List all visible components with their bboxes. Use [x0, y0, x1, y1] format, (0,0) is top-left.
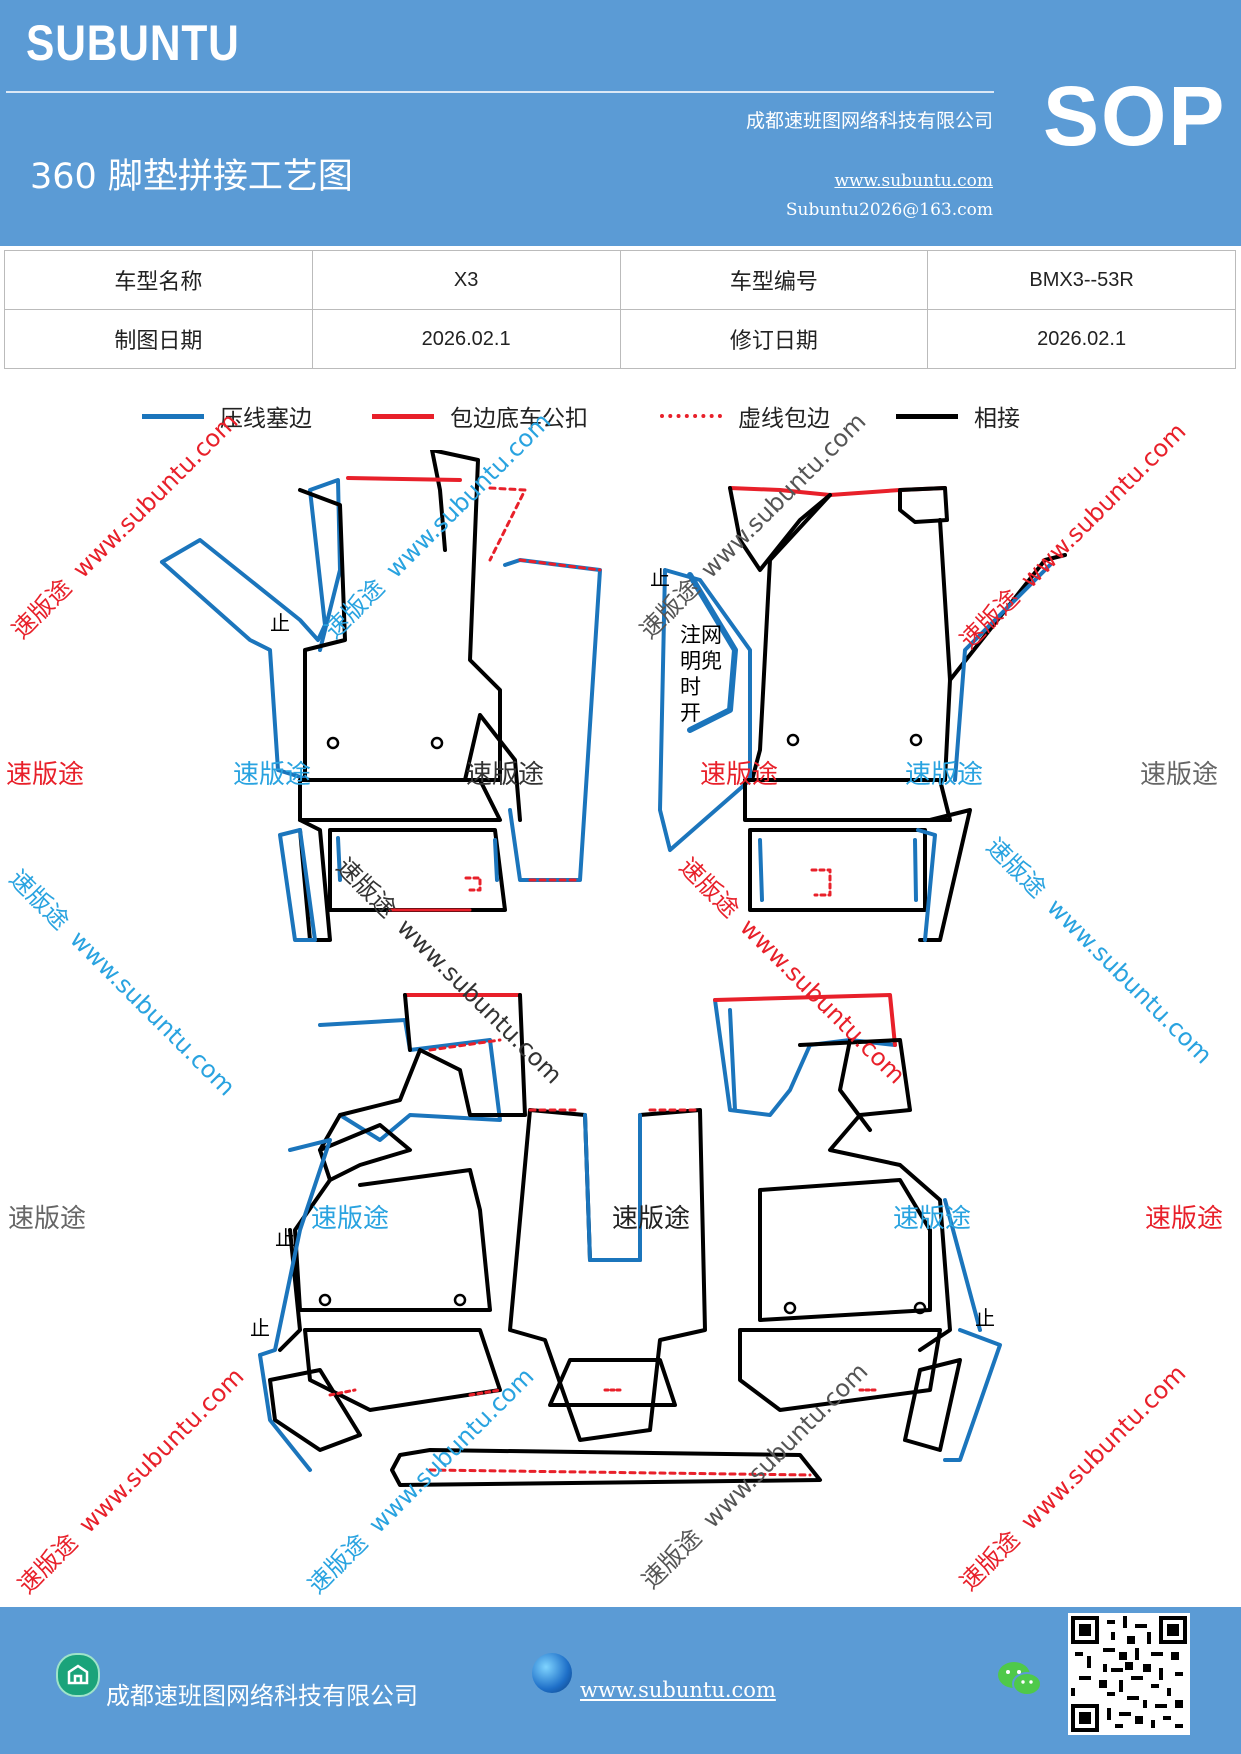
legend-label: 相接 — [974, 406, 1020, 432]
company-logo-icon — [56, 1653, 100, 1697]
edge-mark: 止 — [270, 611, 290, 635]
sop-badge: SOP — [1043, 69, 1227, 163]
legend-swatch-red — [372, 413, 434, 419]
info-table: 车型名称 X3 车型编号 BMX3--53R 制图日期 2026.02.1 修订… — [4, 250, 1236, 369]
draw-date-label: 制图日期 — [4, 309, 313, 369]
header-email: Subuntu2026@163.com — [785, 200, 993, 220]
legend-item: 相接 — [896, 396, 1020, 436]
model-code-value: BMX3--53R — [927, 250, 1236, 310]
mat-rear-right — [713, 993, 1002, 1462]
globe-icon — [532, 1653, 572, 1693]
footer-band: 成都速班图网络科技有限公司 www.subuntu.com — [0, 1607, 1241, 1754]
legend-label: 压线塞边 — [220, 406, 312, 432]
header-divider — [6, 91, 994, 93]
revise-date-label: 修订日期 — [619, 309, 929, 369]
brand-logo-text: SUBUNTU — [26, 15, 240, 71]
legend-swatch-black — [896, 413, 958, 419]
mat-center-tunnel — [390, 1108, 822, 1487]
revise-date-value: 2026.02.1 — [927, 309, 1236, 369]
note-line: 开 — [680, 701, 701, 725]
edge-mark: 止 — [250, 1316, 270, 1340]
legend-swatch-red-dotted — [660, 414, 722, 418]
header-website-link[interactable]: www.subuntu.com — [834, 171, 993, 191]
note-line: 注网 — [680, 623, 722, 647]
mat-rear-left — [258, 993, 527, 1472]
header-band: SUBUNTU 成都速班图网络科技有限公司 360 脚垫拼接工艺图 www.su… — [0, 0, 1241, 246]
legend-label: 虚线包边 — [738, 406, 830, 432]
legend-label: 包边底车公扣 — [450, 406, 588, 432]
legend-item: 包边底车公扣 — [372, 396, 588, 436]
mat-front-left — [160, 450, 602, 942]
wechat-icon — [996, 1659, 1044, 1699]
table-row: 制图日期 2026.02.1 修订日期 2026.02.1 — [4, 309, 1236, 369]
draw-date-value: 2026.02.1 — [311, 309, 621, 369]
legend: 压线塞边 包边底车公扣 虚线包边 相接 — [0, 396, 1241, 436]
model-code-label: 车型编号 — [619, 250, 929, 310]
model-name-value: X3 — [311, 250, 621, 310]
qr-code-icon — [1068, 1613, 1190, 1735]
header-company: 成都速班图网络科技有限公司 — [745, 110, 993, 132]
edge-mark: 止 — [975, 1306, 995, 1330]
model-name-label: 车型名称 — [4, 250, 313, 310]
legend-item: 压线塞边 — [142, 396, 312, 436]
floor-mat-diagram: 止 止 止 止 止 注网 明兜 时 开 — [160, 450, 1067, 1487]
footer-company: 成都速班图网络科技有限公司 — [106, 1682, 418, 1710]
table-row: 车型名称 X3 车型编号 BMX3--53R — [4, 250, 1236, 310]
legend-swatch-blue — [142, 413, 204, 419]
footer-website-link[interactable]: www.subuntu.com — [580, 1678, 776, 1702]
note-line: 明兜 — [680, 649, 722, 673]
edge-mark: 止 — [275, 1226, 295, 1250]
mat-front-right — [658, 486, 1067, 942]
note-line: 时 — [680, 675, 701, 699]
document-title: 360 脚垫拼接工艺图 — [30, 157, 353, 197]
edge-mark: 止 — [650, 566, 670, 590]
legend-item: 虚线包边 — [660, 396, 830, 436]
